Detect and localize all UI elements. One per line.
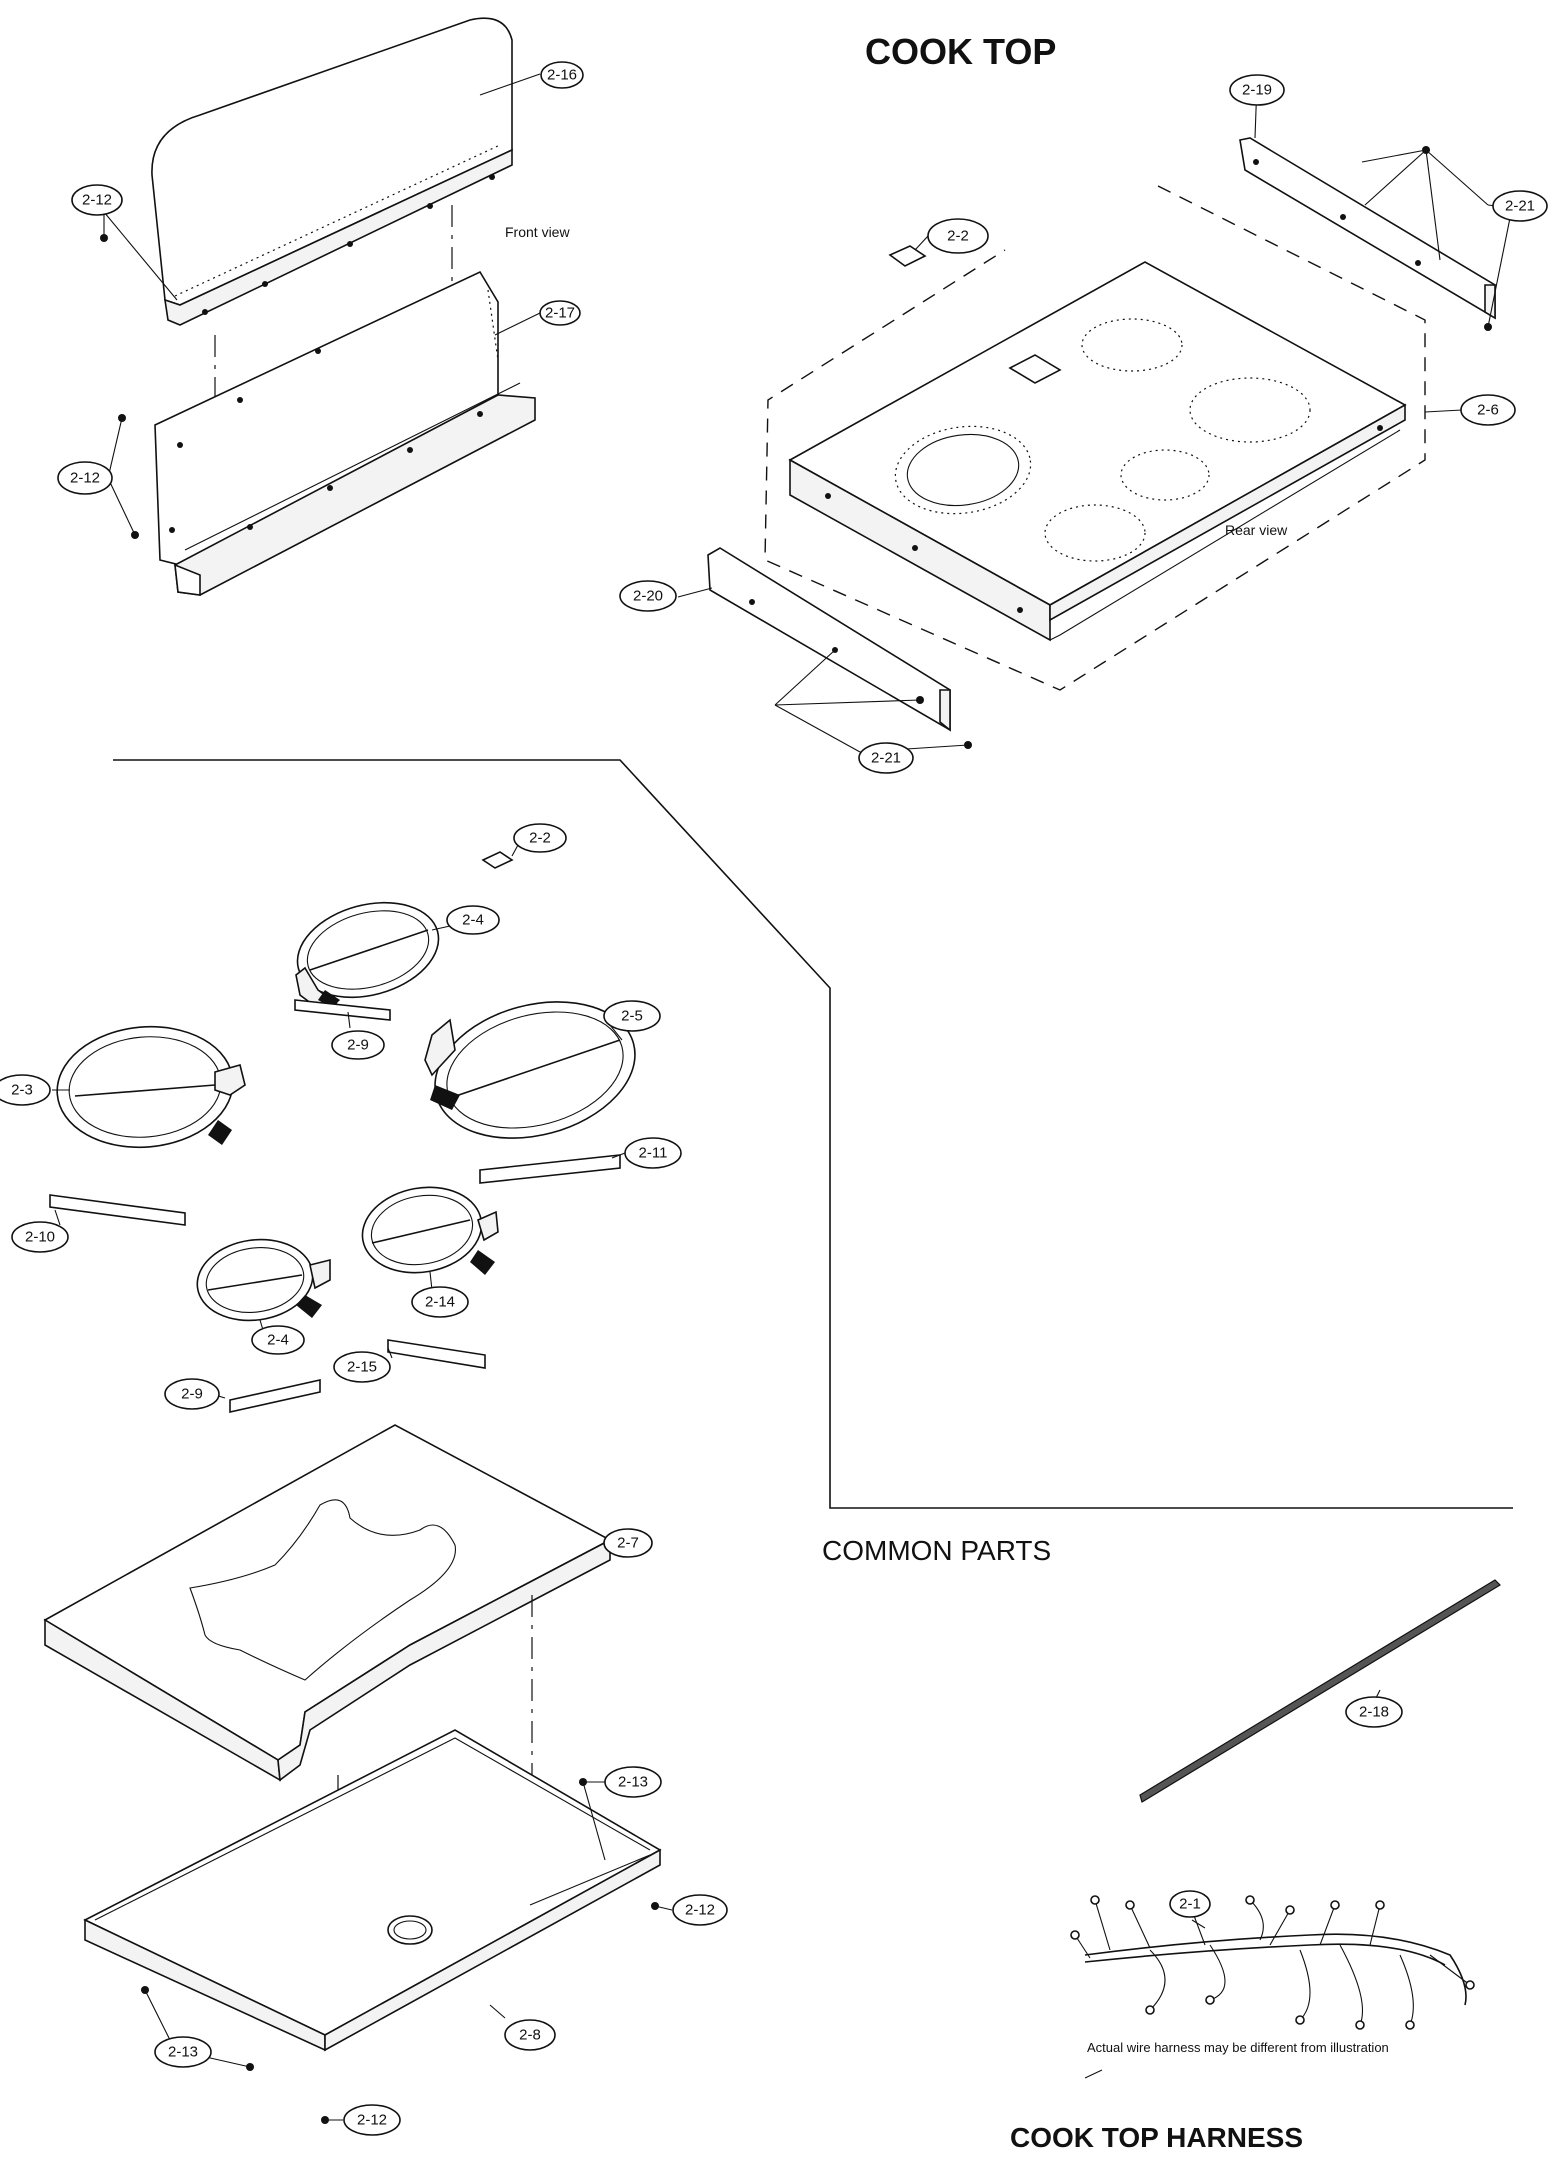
callout-2-4-top: 2-4 [446,905,500,935]
callout-2-10: 2-10 [11,1221,69,1253]
callout-2-7: 2-7 [603,1528,653,1558]
svg-text:2-16: 2-16 [547,67,577,84]
svg-text:2-13: 2-13 [168,2044,198,2061]
svg-text:2-21: 2-21 [871,750,901,767]
svg-text:2-12: 2-12 [685,1902,715,1919]
terminal-2-15 [387,1339,486,1369]
svg-text:2-12: 2-12 [82,192,112,209]
callout-2-17: 2-17 [539,300,581,326]
element-2-3 [56,1025,246,1149]
svg-text:2-2: 2-2 [947,228,969,245]
front-view-label: Front view [505,224,570,240]
svg-text:2-4: 2-4 [462,912,484,929]
callout-2-20: 2-20 [619,580,677,612]
section-divider [113,759,1513,1509]
callout-2-12-top: 2-12 [71,184,123,216]
svg-text:2-4: 2-4 [267,1332,289,1349]
svg-text:2-19: 2-19 [1242,82,1272,99]
cook-top-harness-title: COOK TOP HARNESS [1010,2122,1303,2153]
callout-2-12-left: 2-12 [57,461,113,495]
callout-2-18: 2-18 [1345,1696,1403,1728]
svg-text:2-1: 2-1 [1179,1896,1201,1913]
terminal-2-11 [479,1154,621,1184]
svg-text:2-12: 2-12 [70,470,100,487]
svg-text:2-10: 2-10 [25,1229,55,1246]
svg-text:2-18: 2-18 [1359,1704,1389,1721]
svg-text:2-17: 2-17 [545,305,575,322]
rear-view-label: Rear view [1225,522,1288,538]
svg-text:2-9: 2-9 [347,1037,369,1054]
callout-2-11: 2-11 [624,1137,682,1169]
element-2-4-bottom [196,1238,331,1322]
callout-2-13-left: 2-13 [154,2036,212,2068]
wire-harness-2-1 [1070,1895,1475,2030]
callout-2-14: 2-14 [411,1286,469,1318]
insulation-2-7 [43,1424,612,1782]
callout-2-2-mid: 2-2 [513,823,567,853]
callout-2-6: 2-6 [1460,394,1516,426]
sensor-part-top [888,245,927,267]
callout-2-12-right: 2-12 [672,1894,728,1926]
sensor-part-mid [481,851,514,869]
callout-2-2-top: 2-2 [927,218,989,254]
terminal-2-9-bottom [229,1379,321,1413]
svg-text:2-5: 2-5 [621,1008,643,1025]
callout-2-12-bottom: 2-12 [343,2104,401,2136]
callout-2-9-top: 2-9 [331,1030,385,1060]
backguard-panel [154,270,536,596]
gasket-2-18 [1139,1579,1501,1803]
element-2-14 [361,1186,499,1275]
callout-2-15: 2-15 [333,1351,391,1383]
callout-2-4-bottom: 2-4 [251,1325,305,1355]
callout-2-19: 2-19 [1229,74,1285,106]
callout-2-13-right: 2-13 [604,1766,662,1798]
svg-text:2-7: 2-7 [617,1535,639,1552]
svg-text:2-3: 2-3 [11,1082,33,1099]
svg-text:2-21: 2-21 [1505,198,1535,215]
bracket-rear [1239,137,1496,320]
backguard-cover [151,17,513,326]
callout-2-8: 2-8 [504,2019,556,2051]
svg-text:2-11: 2-11 [639,1145,668,1162]
element-2-4-top [295,901,440,1011]
svg-text:2-13: 2-13 [618,1774,648,1791]
subframe-2-8 [83,1729,662,2052]
bracket-front [707,547,951,732]
svg-text:2-9: 2-9 [181,1386,203,1403]
svg-text:2-15: 2-15 [347,1359,377,1376]
cooktop-glass [788,261,1407,642]
callout-2-16: 2-16 [540,61,584,89]
svg-text:2-12: 2-12 [357,2112,387,2129]
cook-top-title: COOK TOP [865,31,1056,72]
svg-text:2-2: 2-2 [529,830,551,847]
terminal-2-9-top [294,999,391,1021]
common-parts-title: COMMON PARTS [822,1535,1051,1566]
svg-text:2-20: 2-20 [633,588,663,605]
svg-text:2-14: 2-14 [425,1294,455,1311]
callout-2-9-bottom: 2-9 [164,1378,220,1410]
callout-2-3: 2-3 [0,1074,51,1106]
terminal-2-10 [49,1194,186,1226]
svg-text:2-6: 2-6 [1477,402,1499,419]
harness-note: Actual wire harness may be different fro… [1087,2040,1389,2055]
cooktop-outline [764,185,1426,691]
callout-2-5: 2-5 [603,1000,661,1032]
callout-2-21-right: 2-21 [1492,190,1548,222]
svg-text:2-8: 2-8 [519,2027,541,2044]
callout-2-21-bottom: 2-21 [858,742,914,774]
callout-2-1: 2-1 [1169,1890,1211,1918]
element-2-5 [424,1001,636,1139]
